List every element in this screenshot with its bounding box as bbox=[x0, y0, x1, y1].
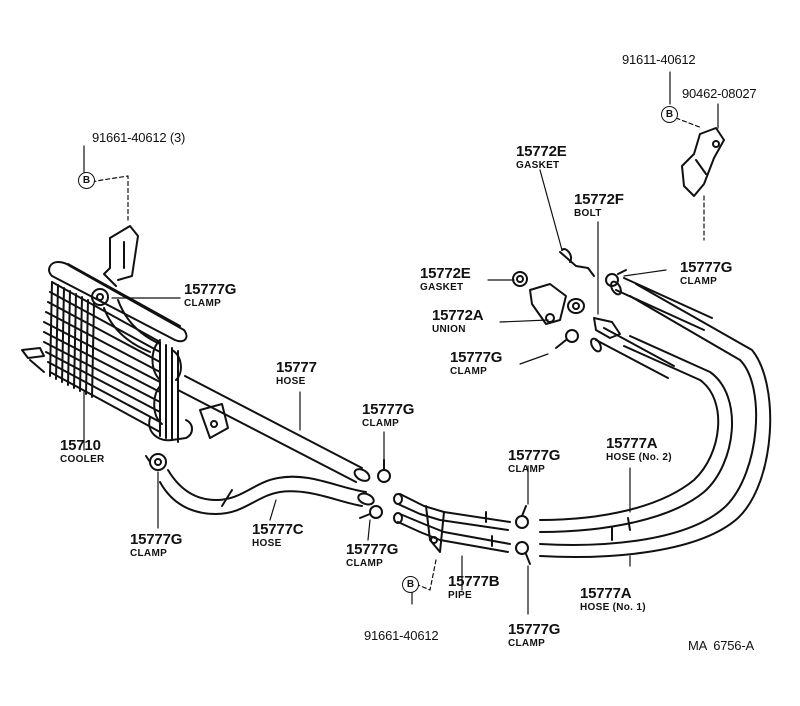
clamps bbox=[91, 288, 531, 565]
clamp-part-name: CLAMP bbox=[508, 638, 546, 649]
hose-a1-label: 15777A HOSE (No. 1) bbox=[580, 586, 646, 613]
hose-c-label: 15777C HOSE bbox=[252, 521, 304, 549]
union-label: 15772A UNION bbox=[432, 307, 484, 335]
clamp-part-name: CLAMP bbox=[130, 548, 168, 559]
clamp-label-cooler: 15777G CLAMP bbox=[184, 282, 236, 309]
reference-code-text: MA 6756-A bbox=[688, 638, 754, 653]
clamp-part-name: CLAMP bbox=[362, 418, 400, 429]
hose-15777c bbox=[159, 469, 375, 515]
hose-a2-part-number: 15777A bbox=[606, 435, 658, 452]
hose-a2-part-name: HOSE (No. 2) bbox=[606, 452, 672, 463]
cooler-part-name: COOLER bbox=[60, 454, 105, 465]
marker-b-bottom: B bbox=[402, 576, 419, 593]
pipe-part-number: 15777B bbox=[448, 573, 500, 590]
hose-a2-label: 15777A HOSE (No. 2) bbox=[606, 436, 672, 463]
bolt-f-part-number: 15772F bbox=[574, 191, 624, 208]
gasket-label-top: 15772E GASKET bbox=[516, 144, 567, 171]
clamp-label-lower-left: 15777G CLAMP bbox=[130, 532, 182, 559]
clamp-part-number: 15777G bbox=[450, 349, 503, 366]
bolt-part-number: 91661-40612 bbox=[364, 628, 439, 643]
clamp-part-name: CLAMP bbox=[346, 558, 384, 569]
pipe-part-name: PIPE bbox=[448, 590, 472, 601]
clamp-part-name: CLAMP bbox=[184, 298, 222, 309]
union-part-name: UNION bbox=[432, 324, 466, 335]
hose-label: 15777 HOSE bbox=[276, 360, 317, 387]
clamp-part-name: CLAMP bbox=[508, 464, 546, 475]
marker-b-top-right: B bbox=[661, 106, 678, 123]
clamp-label-mid-top: 15777G CLAMP bbox=[362, 402, 414, 429]
gasket-part-number: 15772E bbox=[420, 265, 471, 282]
bracket-90462 bbox=[681, 127, 725, 197]
clamp-label-union: 15777G CLAMP bbox=[450, 350, 502, 377]
union-part-number: 15772A bbox=[432, 307, 484, 324]
gasket-part-name: GASKET bbox=[420, 282, 464, 293]
hose-c-part-name: HOSE bbox=[252, 538, 282, 549]
clamp-part-number: 15777G bbox=[362, 401, 415, 418]
clamp-part-name: CLAMP bbox=[450, 366, 488, 377]
bracket-part-number: 90462-08027 bbox=[682, 86, 757, 101]
hose-c-part-number: 15777C bbox=[252, 521, 304, 538]
clamp-label-pipe-bottom: 15777G CLAMP bbox=[508, 622, 560, 649]
marker-b-top-left: B bbox=[78, 172, 95, 189]
bracket-label: 90462-08027 bbox=[682, 86, 757, 102]
union-assembly bbox=[512, 248, 627, 349]
clamp-part-number: 15777G bbox=[346, 541, 399, 558]
leader-lines bbox=[83, 71, 719, 615]
hoses-15777a bbox=[539, 277, 772, 558]
cooler-label: 15710 COOLER bbox=[60, 438, 105, 465]
bolt-label-bottom: 91661-40612 bbox=[364, 628, 439, 644]
pipe-15777b bbox=[393, 493, 511, 553]
clamp-part-name: CLAMP bbox=[680, 276, 718, 287]
hose-15777 bbox=[177, 375, 371, 483]
clamp-part-number: 15777G bbox=[130, 531, 183, 548]
clamp-label-mid-bottom: 15777G CLAMP bbox=[346, 542, 398, 569]
gasket-part-name: GASKET bbox=[516, 160, 560, 171]
clamp-part-number: 15777G bbox=[680, 259, 733, 276]
clamp-label-right: 15777G CLAMP bbox=[680, 260, 732, 287]
hose-part-number: 15777 bbox=[276, 359, 317, 376]
bolt-f-part-name: BOLT bbox=[574, 208, 602, 219]
hose-part-name: HOSE bbox=[276, 376, 306, 387]
cooler-part-number: 15710 bbox=[60, 437, 101, 454]
bolt-part-number: 91661-40612 (3) bbox=[92, 130, 186, 145]
clamp-part-number: 15777G bbox=[508, 447, 561, 464]
oil-cooler bbox=[21, 225, 229, 443]
bolt-f-label: 15772F BOLT bbox=[574, 192, 624, 219]
gasket-part-number: 15772E bbox=[516, 143, 567, 160]
bolt-label-top-left: 91661-40612 (3) bbox=[92, 130, 185, 146]
gasket-label-left: 15772E GASKET bbox=[420, 266, 471, 293]
bolt-part-number: 91611-40612 bbox=[622, 52, 696, 67]
reference-code: MA 6756-A bbox=[688, 638, 754, 654]
bolt-label-top-right: 91611-40612 bbox=[622, 52, 696, 68]
clamp-part-number: 15777G bbox=[508, 621, 561, 638]
hose-a1-part-number: 15777A bbox=[580, 585, 632, 602]
clamp-label-pipe-top: 15777G CLAMP bbox=[508, 448, 560, 475]
pipe-label: 15777B PIPE bbox=[448, 573, 500, 601]
clamp-part-number: 15777G bbox=[184, 281, 237, 298]
hose-a1-part-name: HOSE (No. 1) bbox=[580, 602, 646, 613]
